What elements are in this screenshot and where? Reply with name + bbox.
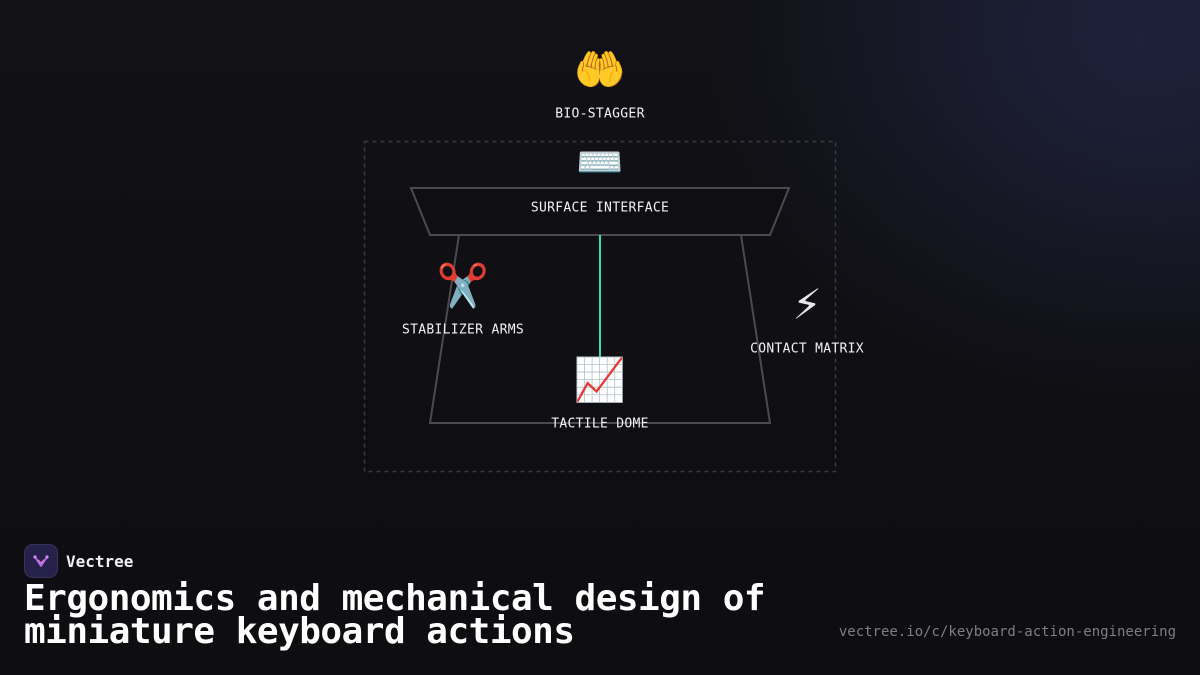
source-url[interactable]: vectree.io/c/keyboard-action-engineering <box>838 624 1176 640</box>
chart-increasing-icon: 📈 <box>573 355 627 404</box>
assembly-frame <box>363 140 837 473</box>
tactile-dome-label: TACTILE DOME <box>551 416 649 432</box>
bio-stagger-label: BIO-STAGGER <box>555 106 645 122</box>
contact-matrix-label: CONTACT MATRIX <box>750 341 864 357</box>
keyboard-icon: ⌨️ <box>576 140 624 184</box>
brand: Vectree <box>24 544 133 578</box>
brand-name: Vectree <box>66 551 134 571</box>
lightning-icon: ⚡ <box>792 280 822 329</box>
stabilizer-arms-label: STABILIZER ARMS <box>402 322 524 338</box>
vectree-logo-icon <box>24 544 58 578</box>
surface-interface-label: SURFACE INTERFACE <box>530 200 670 216</box>
palms-up-hands-icon: 🤲 <box>573 45 627 94</box>
scissors-icon: ✂️ <box>436 261 490 310</box>
surface-interface-shape <box>409 187 791 236</box>
housing-outline <box>428 234 772 424</box>
page-title: Ergonomics and mechanical design of mini… <box>24 578 766 652</box>
